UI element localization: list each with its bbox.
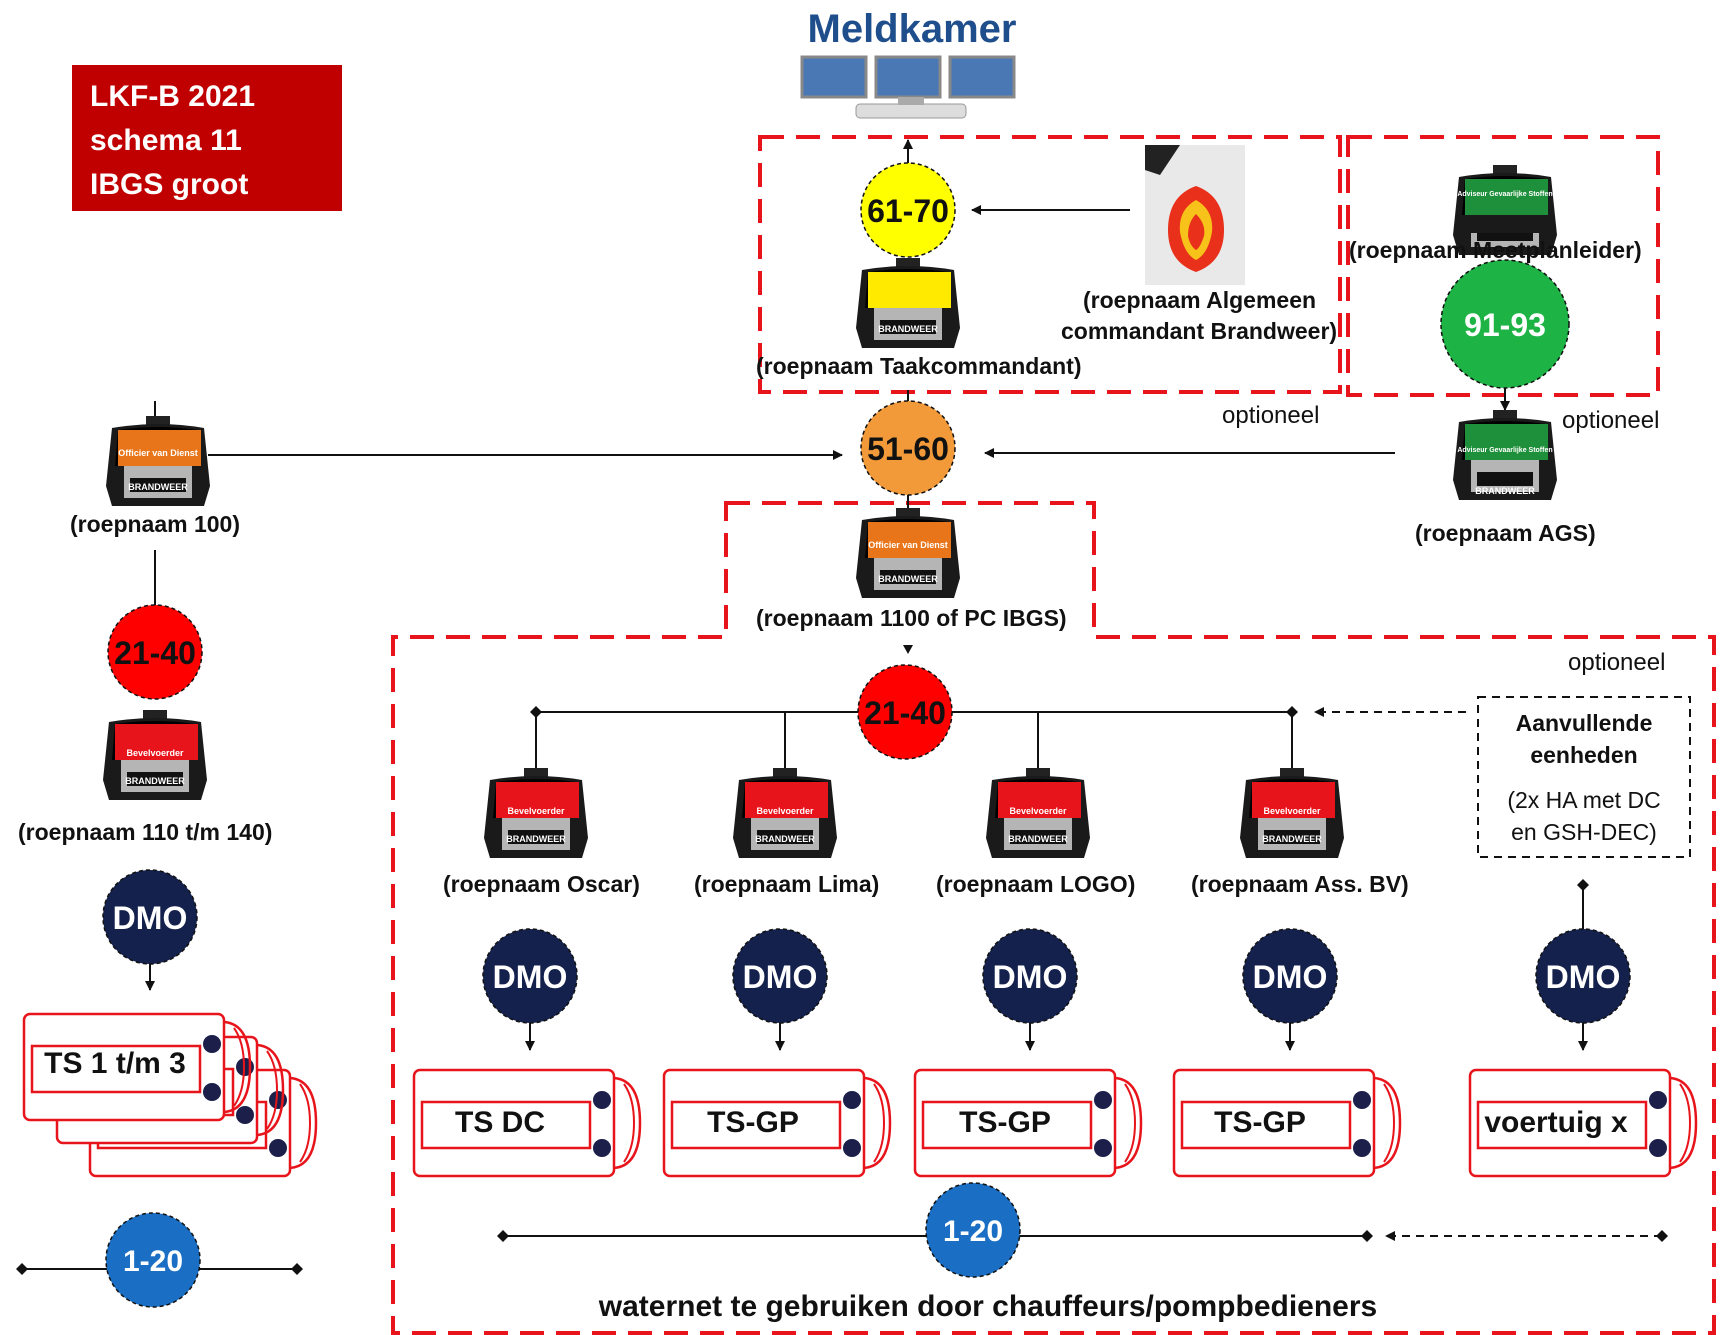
page-title: Meldkamer [808,7,1017,51]
vest-bevelvoerder-left [103,710,207,800]
role-algemeen-line-1: (roepnaam Algemeen [1083,287,1316,313]
circle-1-20-main [925,1182,1021,1278]
optional-label-3: optioneel [1568,649,1665,676]
circle-dmo-1 [482,928,578,1024]
vest-text-ovd-1: Officier van Dienst [118,448,198,458]
circle-91-93 [1440,259,1570,389]
role-oscar: (roepnaam Oscar) [443,871,640,897]
circle-21-40-main [857,664,953,760]
vest-officier-1100 [856,508,960,598]
badge-line-1: LKF-B 2021 [90,80,255,113]
vest-text-brandweer-7: BRANDWEER [755,834,815,844]
circle-dmo-2 [732,928,828,1024]
circle-51-60 [860,400,956,496]
vest-text-brandweer-5: BRANDWEER [125,776,185,786]
vest-text-brandweer-6: BRANDWEER [506,834,566,844]
role-algemeen-line-2: commandant Brandweer) [1061,318,1337,344]
circle-dmo-3 [982,928,1078,1024]
vest-meetplanleider [1453,165,1557,255]
vest-text-bv-3: Bevelvoerder [1009,806,1067,816]
vest-taakcommandant [856,258,960,348]
vehicle-label-ts-dc: TS DC [455,1106,545,1139]
vest-text-ovd-2: Officier van Dienst [868,540,948,550]
connectors [16,139,1668,1275]
vest-ags [1453,410,1557,500]
label-51-60: 51-60 [867,431,949,467]
vest-text-bv-2: Bevelvoerder [756,806,814,816]
vest-text-brandweer-3: BRANDWEER [128,482,188,492]
role-1100: (roepnaam 1100 of PC IBGS) [756,605,1067,631]
label-dmo-3: DMO [993,959,1068,995]
vest-bevelvoerder-logo [986,768,1090,858]
aanvullende-line-4: en GSH-DEC) [1511,819,1657,845]
dashed-boundaries [391,135,1716,1335]
small-arrowhead [903,645,913,654]
role-logo: (roepnaam LOGO) [936,871,1135,897]
label-dmo-5: DMO [1546,959,1621,995]
vest-text-brandweer-4: BRANDWEER [878,574,938,584]
circle-dmo-4 [1242,928,1338,1024]
vest-text-brandweer-8: BRANDWEER [1008,834,1068,844]
vest-text-brandweer-2: BRANDWEER [1475,486,1535,496]
vest-text-bv-1: Bevelvoerder [507,806,565,816]
vest-bevelvoerder-lima [733,768,837,858]
optional-label-2: optioneel [1562,407,1659,434]
role-meetplanleider: (roepnaam Meetplanleider) [1349,237,1642,263]
label-dmo-4: DMO [1253,959,1328,995]
role-100: (roepnaam 100) [70,511,240,537]
role-lima: (roepnaam Lima) [694,871,879,897]
circle-dmo-5 [1535,928,1631,1024]
label-61-70: 61-70 [867,193,949,229]
aanvullende-line-2: eenheden [1530,742,1637,768]
label-dmo-left: DMO [113,900,188,936]
helmet-badge-icon [1145,145,1245,285]
waternet-note: waternet te gebruiken door chauffeurs/po… [598,1290,1377,1323]
vest-bevelvoerder-oscar [484,768,588,858]
circle-1-20-left [105,1212,201,1308]
circle-dmo-left [102,869,198,965]
vest-text-brandweer-1: BRANDWEER [878,324,938,334]
label-91-93: 91-93 [1464,307,1546,343]
optional-label-1: optioneel [1222,402,1319,429]
label-1-20-left: 1-20 [123,1245,183,1278]
badge-line-3: IBGS groot [90,168,248,201]
circle-61-70 [860,162,956,258]
label-21-40-main: 21-40 [864,695,946,731]
aanvullende-box [1477,696,1691,858]
vest-text-bv-4: Bevelvoerder [1263,806,1321,816]
vest-bevelvoerder-assbv [1240,768,1344,858]
monitor-icon [800,55,1016,119]
label-dmo-1: DMO [493,959,568,995]
aanvullende-line-3: (2x HA met DC [1507,787,1660,813]
badge-line-2: schema 11 [90,124,242,157]
vest-text-ags-2: Adviseur Gevaarlijke Stoffen [1457,447,1552,454]
vest-officier-100 [106,416,210,506]
vehicle-stack-left [22,1012,318,1178]
vest-text-ags-1: Adviseur Gevaarlijke Stoffen [1457,191,1552,198]
role-110: (roepnaam 110 t/m 140) [18,819,272,845]
label-1-20-main: 1-20 [943,1215,1003,1248]
vehicle-label-voertuig-x: voertuig x [1484,1106,1628,1139]
vehicle-label-ts-gp-3: TS-GP [1214,1106,1306,1139]
label-dmo-2: DMO [743,959,818,995]
vehicle-label-ts-gp-1: TS-GP [707,1106,799,1139]
title-badge [72,65,342,211]
vehicle-label-left: TS 1 t/m 3 [44,1047,186,1080]
vehicle-label-ts-gp-2: TS-GP [959,1106,1051,1139]
role-taakcommandant: (roepnaam Taakcommandant) [756,353,1081,379]
vest-text-brandweer-9: BRANDWEER [1262,834,1322,844]
label-21-40-left: 21-40 [114,635,196,671]
circle-21-40-left [107,604,203,700]
role-assbv: (roepnaam Ass. BV) [1191,871,1409,897]
aanvullende-line-1: Aanvullende [1516,710,1653,736]
vest-text-bv-left: Bevelvoerder [126,748,184,758]
role-ags: (roepnaam AGS) [1415,520,1596,546]
